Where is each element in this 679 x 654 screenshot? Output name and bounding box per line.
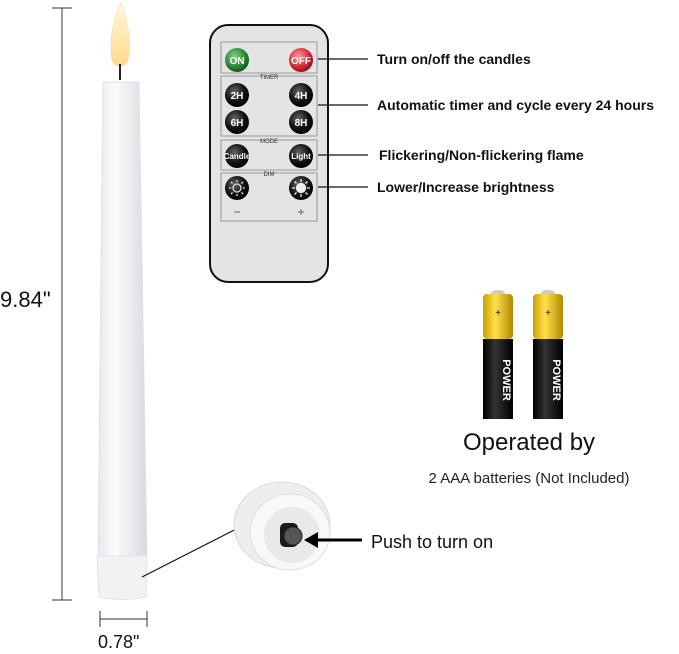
- brightness-down-icon: [229, 180, 245, 196]
- battery-brand: POWER: [550, 359, 562, 401]
- battery-title: Operated by: [462, 429, 596, 456]
- mode-section-label: MODE: [260, 139, 278, 145]
- timer-4h-button: 4H: [295, 91, 308, 102]
- battery-subtitle: 2 AAA batteries (Not Included): [428, 470, 630, 487]
- remote-control: ON OFF 2H 4H 6H 8H Candle Light TIMER MO…: [209, 24, 329, 283]
- off-button: OFF: [291, 56, 311, 67]
- callout-timer: Automatic timer and cycle every 24 hours: [377, 97, 654, 113]
- brightness-up-icon: [292, 179, 310, 197]
- callout-brightness: Lower/Increase brightness: [377, 179, 555, 195]
- svg-text:+: +: [545, 308, 551, 319]
- width-label: 0.78": [98, 632, 140, 652]
- timer-8h-button: 8H: [295, 118, 308, 129]
- aaa-batteries: + + POWER POWER: [483, 290, 563, 419]
- svg-text:+: +: [495, 308, 501, 319]
- battery-brand: POWER: [500, 359, 512, 401]
- height-dimension-line: [52, 7, 72, 601]
- dim-section-label: DIM: [264, 172, 275, 178]
- timer-section-label: TIMER: [260, 75, 279, 81]
- timer-6h-button: 6H: [231, 118, 244, 129]
- dim-minus-label: −: [233, 205, 240, 219]
- width-dimension-line: [99, 611, 148, 627]
- on-button: ON: [230, 56, 245, 67]
- candle-base-switch: [233, 481, 331, 571]
- candle-mode-button: Candle: [224, 152, 251, 161]
- light-mode-button: Light: [291, 152, 311, 161]
- switch-label: Push to turn on: [371, 532, 494, 552]
- push-button: [283, 526, 303, 546]
- dim-plus-label: +: [297, 205, 304, 219]
- height-label: 9.84": [0, 287, 51, 312]
- callout-lines: [318, 58, 368, 188]
- callout-mode: Flickering/Non-flickering flame: [379, 147, 584, 163]
- callout-on-off: Turn on/off the candles: [377, 51, 531, 67]
- taper-candle: [96, 1, 148, 600]
- timer-2h-button: 2H: [231, 91, 244, 102]
- callout-line-base: [141, 522, 249, 578]
- arrow-icon: [304, 532, 362, 548]
